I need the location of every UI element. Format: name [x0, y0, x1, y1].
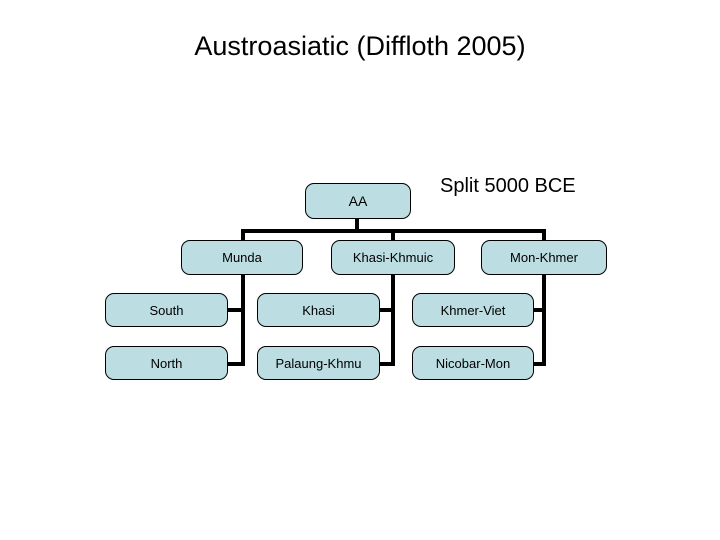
- node-label: Khasi: [302, 302, 335, 318]
- connector-mon-khmer-to-khmer-viet: [530, 308, 546, 312]
- connector-aa-stem: [355, 218, 359, 231]
- node-khasi-khmuic[interactable]: Khasi-Khmuic: [331, 240, 455, 275]
- node-mon-khmer[interactable]: Mon-Khmer: [481, 240, 607, 275]
- node-munda[interactable]: Munda: [181, 240, 303, 275]
- node-khmer-viet[interactable]: Khmer-Viet: [412, 293, 534, 327]
- page-title: Austroasiatic (Diffloth 2005): [194, 31, 526, 61]
- node-label: South: [149, 302, 184, 318]
- connector-khasi-khmuic-to-palaung-khmu: [377, 362, 395, 366]
- node-north[interactable]: North: [105, 346, 228, 380]
- node-label: Mon-Khmer: [510, 250, 578, 265]
- connector-mon-khmer-to-nicobar-mon: [530, 362, 546, 366]
- connector-munda-to-north: [225, 362, 245, 366]
- connector-bus-to-munda: [241, 229, 245, 242]
- node-label: Munda: [222, 250, 262, 265]
- node-label: AA: [348, 192, 368, 209]
- node-label: North: [150, 355, 183, 371]
- node-khasi[interactable]: Khasi: [257, 293, 380, 327]
- split-date-annotation: Split 5000 BCE: [440, 175, 576, 197]
- node-label: Khasi-Khmuic: [352, 250, 434, 265]
- connector-munda-spine: [241, 274, 245, 366]
- connector-munda-to-south: [225, 308, 245, 312]
- connector-mon-khmer-spine: [542, 274, 546, 366]
- connector-khasi-khmuic-to-khasi: [377, 308, 395, 312]
- node-nicobar-mon[interactable]: Nicobar-Mon: [412, 346, 534, 380]
- node-palaung-khmu[interactable]: Palaung-Khmu: [257, 346, 380, 380]
- node-label: Nicobar-Mon: [435, 355, 511, 371]
- connector-bus-to-mon-khmer: [542, 229, 546, 242]
- node-label: Khmer-Viet: [440, 302, 506, 318]
- connector-bus-to-khasi-khmuic: [391, 229, 395, 242]
- node-label: Palaung-Khmu: [275, 355, 362, 371]
- connector-khasi-khmuic-spine: [391, 274, 395, 366]
- node-south[interactable]: South: [105, 293, 228, 327]
- node-aa[interactable]: AA: [305, 183, 411, 219]
